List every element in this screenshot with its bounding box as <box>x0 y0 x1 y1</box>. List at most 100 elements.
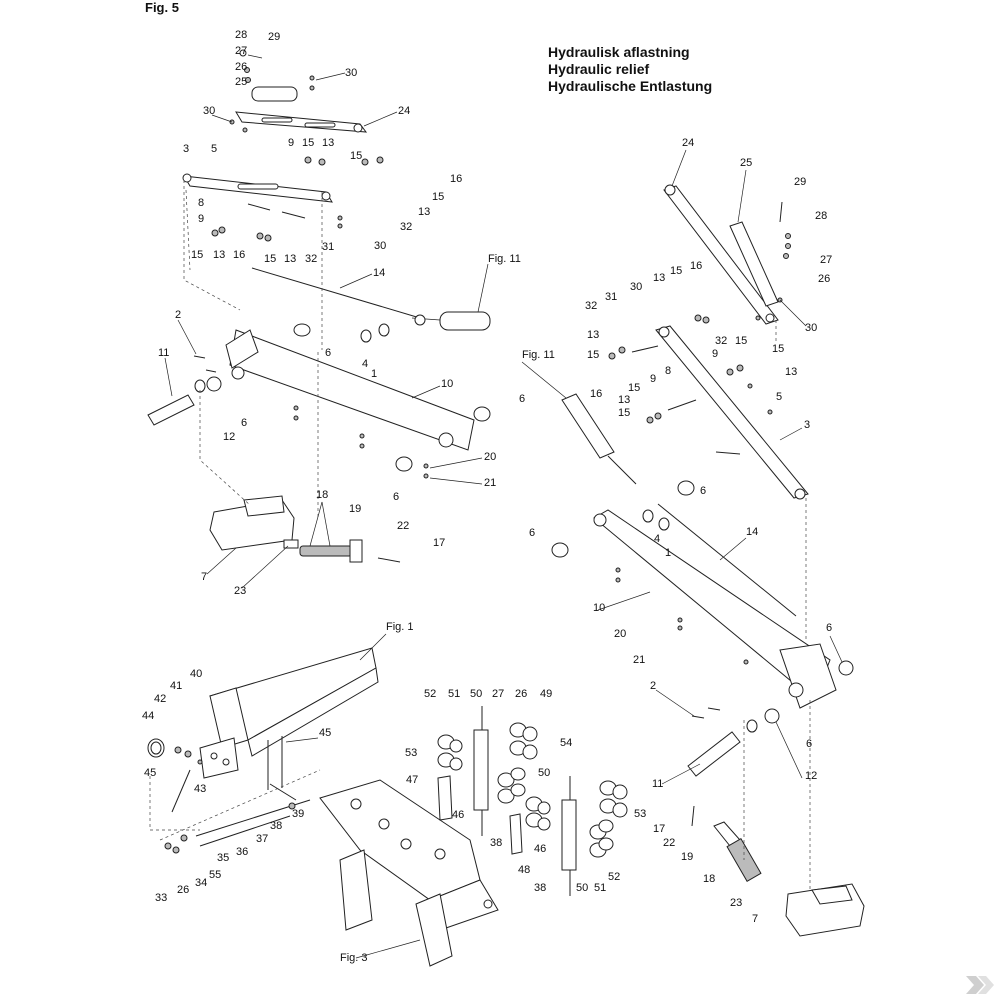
callout-tr-26: 26 <box>818 273 830 285</box>
callout-bl-42: 42 <box>154 693 166 705</box>
callout-tl-9a: 9 <box>288 137 294 149</box>
callout-tl-17: 17 <box>433 537 445 549</box>
callout-tl-15a: 15 <box>302 137 314 149</box>
callout-tr-13a: 13 <box>653 272 665 284</box>
callout-tr-3: 3 <box>804 419 810 431</box>
callout-bc-50b: 50 <box>538 767 550 779</box>
callout-tl-30b: 30 <box>203 105 215 117</box>
callout-tr-22: 22 <box>663 837 675 849</box>
callout-tl-31: 31 <box>322 241 334 253</box>
cylinder-25-right <box>729 221 779 307</box>
washer-27 <box>244 67 250 73</box>
callout-tr-4: 4 <box>654 533 660 545</box>
callout-tr-15c: 15 <box>735 335 747 347</box>
pin-31 <box>281 211 306 219</box>
callout-bc-47: 47 <box>406 774 418 786</box>
leader-lines <box>164 72 843 959</box>
callout-tl-13a: 13 <box>322 137 334 149</box>
callout-tr-32b: 32 <box>715 335 727 347</box>
link-24 <box>235 111 368 133</box>
callout-tl-29: 29 <box>268 31 280 43</box>
bottom-left-assembly <box>147 647 499 967</box>
callout-tl-15b: 15 <box>350 150 362 162</box>
callout-bc-50c: 50 <box>576 882 588 894</box>
callout-tl-24: 24 <box>398 105 410 117</box>
callout-tl-32b: 32 <box>305 253 317 265</box>
top-left-assembly <box>147 49 491 563</box>
callout-tl-27: 27 <box>235 45 247 57</box>
pin-11 <box>147 394 195 426</box>
callout-bc-48: 48 <box>518 864 530 876</box>
callout-bl-fig1: Fig. 1 <box>386 621 414 633</box>
nut-28 <box>239 49 247 57</box>
callout-bc-51a: 51 <box>448 688 460 700</box>
callout-tr-32a: 32 <box>585 300 597 312</box>
callout-tl-3: 3 <box>183 143 189 155</box>
callout-bc-38a: 38 <box>490 837 502 849</box>
callout-tr-16: 16 <box>690 260 702 272</box>
arm-3-right <box>655 325 809 499</box>
callout-tr-5: 5 <box>776 391 782 403</box>
callout-tr-9a: 9 <box>712 348 718 360</box>
callout-tl-20: 20 <box>484 451 496 463</box>
callout-tr-19: 19 <box>681 851 693 863</box>
callout-tl-13d: 13 <box>284 253 296 265</box>
callout-tr-7: 7 <box>752 913 758 925</box>
diagram-title-block: Hydraulisk aflastning Hydraulic relief H… <box>548 44 712 95</box>
callout-bc-46b: 46 <box>534 843 546 855</box>
bracket-47 <box>437 775 453 821</box>
callout-tr-15f: 15 <box>618 407 630 419</box>
callout-bl-45b: 45 <box>144 767 156 779</box>
valve-block-48 <box>473 729 489 811</box>
callout-tl-1: 1 <box>371 368 377 380</box>
bracket-19 <box>349 539 363 563</box>
callout-bc-27: 27 <box>492 688 504 700</box>
callout-tl-30a: 30 <box>345 67 357 79</box>
callout-tl-5: 5 <box>211 143 217 155</box>
callout-tr-10: 10 <box>593 602 605 614</box>
callout-bl-41: 41 <box>170 680 182 692</box>
cylinder-fig11 <box>439 311 491 331</box>
callout-tr-fig11: Fig. 11 <box>522 349 555 361</box>
valve-block-assembly <box>437 706 628 896</box>
callout-tl-18: 18 <box>316 489 328 501</box>
callout-tr-27: 27 <box>820 254 832 266</box>
top-right-assembly <box>551 184 865 937</box>
washer-26 <box>245 77 251 83</box>
callout-tl-2: 2 <box>175 309 181 321</box>
callout-tl-30c: 30 <box>374 240 386 252</box>
callout-tr-17: 17 <box>653 823 665 835</box>
callout-tl-19: 19 <box>349 503 361 515</box>
callout-tl-4: 4 <box>362 358 368 370</box>
callout-tl-7: 7 <box>201 571 207 583</box>
callout-bl-39: 39 <box>292 808 304 820</box>
frame-10-right <box>593 509 831 701</box>
callout-tr-13c: 13 <box>785 366 797 378</box>
callout-tl-6a: 6 <box>325 347 331 359</box>
callout-tl-15e: 15 <box>264 253 276 265</box>
link-24-right <box>663 185 779 325</box>
callout-bl-40: 40 <box>190 668 202 680</box>
title-danish: Hydraulisk aflastning <box>548 44 690 60</box>
callout-tl-23: 23 <box>234 585 246 597</box>
callout-bc-52a: 52 <box>424 688 436 700</box>
callout-layer: 28 29 27 26 25 30 30 24 3 5 9 15 13 15 1… <box>142 29 832 964</box>
callout-bl-38a: 38 <box>270 820 282 832</box>
callout-bl-45a: 45 <box>319 727 331 739</box>
callout-tl-22: 22 <box>397 520 409 532</box>
callout-tr-18: 18 <box>703 873 715 885</box>
callout-bl-55: 55 <box>209 869 221 881</box>
callout-tl-13b: 13 <box>418 206 430 218</box>
callout-bl-fig3: Fig. 3 <box>340 952 368 964</box>
spring-18 <box>299 545 353 557</box>
callout-tr-6c: 6 <box>826 622 832 634</box>
rod-14 <box>251 267 421 319</box>
callout-bl-35: 35 <box>217 852 229 864</box>
callout-tl-6c: 6 <box>519 393 525 405</box>
callout-bl-37: 37 <box>256 833 268 845</box>
callout-tr-14: 14 <box>746 526 758 538</box>
callout-tl-15d: 15 <box>191 249 203 261</box>
callout-tr-25: 25 <box>740 157 752 169</box>
callout-tr-31: 31 <box>605 291 617 303</box>
